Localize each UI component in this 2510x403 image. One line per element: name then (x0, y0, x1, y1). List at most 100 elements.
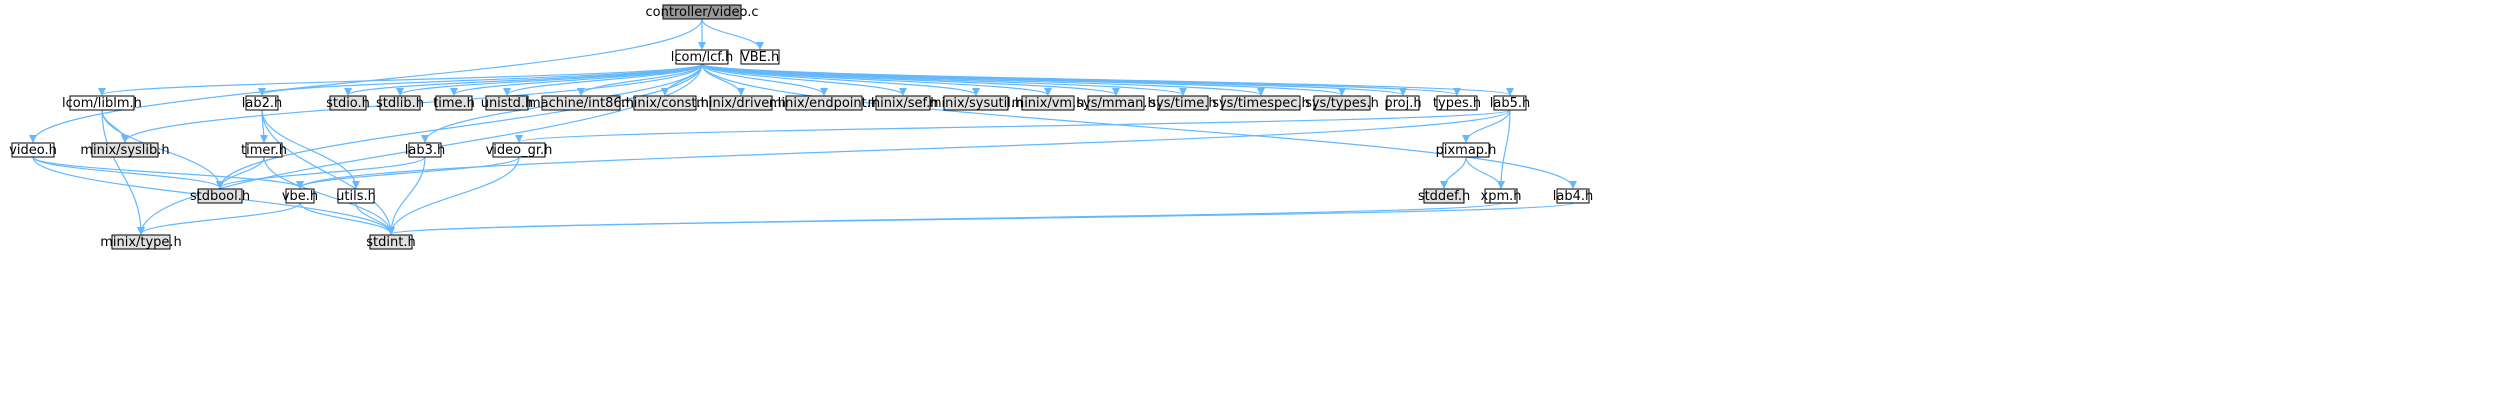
node-minix_sysutil_h[interactable]: minix/sysutil.h (929, 95, 1023, 111)
node-label-stddef_h: stddef.h (1418, 189, 1470, 204)
node-sys_mman_h[interactable]: sys/mman.h (1076, 95, 1156, 111)
node-box-unistd_h (485, 95, 529, 111)
edge-pixmap_h-to-xpm_h (1465, 156, 1505, 189)
node-minix_endpoint_h[interactable]: minix/endpoint.h (769, 95, 879, 111)
edge-lcom_liblm_h-to-stdbool_h (101, 109, 224, 189)
node-sys_timespec_h[interactable]: sys/timespec.h (1212, 95, 1310, 111)
node-VBE_h[interactable]: VBE.h (740, 49, 780, 65)
edge-lcom_lcf_h-to-lab5_h (701, 63, 1514, 96)
nodes-layer: controller/video.c lcom/lcf.h VBE.h video.h… (9, 4, 1593, 250)
node-pixmap_h[interactable]: pixmap.h (1436, 142, 1497, 158)
node-box-stdint_h (369, 234, 413, 250)
node-machine_int86_h[interactable]: machine/int86.h (528, 95, 634, 111)
edges-layer (29, 18, 1577, 235)
node-label-stdint_h: stdint.h (366, 235, 415, 250)
node-label-minix_driver_h: minix/driver.h (696, 96, 786, 111)
node-box-sys_timespec_h (1221, 95, 1301, 111)
edge-lab5_h-to-vbe_h (296, 109, 1511, 189)
node-lab4_h[interactable]: lab4.h (1553, 188, 1593, 204)
node-label-minix_sysutil_h: minix/sysutil.h (929, 96, 1023, 111)
node-stdio_h[interactable]: stdio.h (326, 95, 370, 111)
edge-lcom_lcf_h-to-stdlib_h (396, 63, 703, 96)
node-box-lab3_h (408, 142, 442, 158)
node-minix_vm_h[interactable]: minix/vm.h (1012, 95, 1085, 111)
node-label-utils_h: utils.h (336, 189, 376, 204)
edge-vbe_h-to-minix_type_h (137, 202, 301, 235)
node-box-xpm_h (1484, 188, 1518, 204)
node-proj_h[interactable]: proj.h (1384, 95, 1422, 111)
node-stdint_h[interactable]: stdint.h (366, 234, 416, 250)
node-lab3_h[interactable]: lab3.h (405, 142, 445, 158)
node-minix_type_h[interactable]: minix/type.h (100, 234, 182, 250)
node-box-lab4_h (1556, 188, 1590, 204)
node-box-minix_sysutil_h (943, 95, 1009, 111)
node-label-minix_sef_h: minix/sef.h (868, 96, 939, 111)
edge-video_gr_h-to-stdint_h (387, 156, 520, 235)
node-sys_time_h[interactable]: sys/time.h (1149, 95, 1217, 111)
edge-lab5_h-to-video_gr_h (515, 109, 1511, 143)
node-label-machine_int86_h: machine/int86.h (528, 96, 634, 111)
edge-lcom_lcf_h-to-machine_int86_h (577, 63, 703, 96)
node-box-time_h (435, 95, 473, 111)
node-minix_const_h[interactable]: minix/const.h (621, 95, 709, 111)
edge-vbe_h-to-stdint_h (299, 202, 395, 235)
node-box-lab5_h (1493, 95, 1527, 111)
node-label-time_h: time.h (433, 96, 475, 111)
node-xpm_h[interactable]: xpm.h (1481, 188, 1522, 204)
node-lab2_h[interactable]: lab2.h (242, 95, 282, 111)
node-stddef_h[interactable]: stddef.h (1418, 188, 1470, 204)
edge-video_h-to-vbe_h (32, 156, 304, 189)
node-label-lcom_lcf_h: lcom/lcf.h (671, 50, 734, 65)
node-stdbool_h[interactable]: stdbool.h (190, 188, 250, 204)
node-label-proj_h: proj.h (1384, 96, 1421, 111)
node-box-minix_sef_h (875, 95, 931, 111)
node-label-minix_syslib_h: minix/syslib.h (80, 143, 169, 158)
node-box-stdio_h (329, 95, 367, 111)
node-stdlib_h[interactable]: stdlib.h (376, 95, 424, 111)
node-label-timer_h: timer.h (241, 143, 287, 158)
node-label-video_h: video.h (9, 143, 57, 158)
node-label-lab2_h: lab2.h (242, 96, 282, 111)
node-video_gr_h[interactable]: video_gr.h (486, 142, 553, 158)
node-time_h[interactable]: time.h (433, 95, 475, 111)
edge-lcom_lcf_h-to-unistd_h (503, 63, 703, 96)
node-minix_driver_h[interactable]: minix/driver.h (696, 95, 786, 111)
node-box-sys_time_h (1157, 95, 1209, 111)
node-box-minix_endpoint_h (785, 95, 863, 111)
node-label-stdbool_h: stdbool.h (190, 189, 250, 204)
node-timer_h[interactable]: timer.h (241, 142, 287, 158)
node-box-VBE_h (740, 49, 780, 65)
node-label-sys_mman_h: sys/mman.h (1076, 96, 1156, 111)
node-box-sys_mman_h (1087, 95, 1145, 111)
node-vbe_h[interactable]: vbe.h (282, 188, 318, 204)
node-label-xpm_h: xpm.h (1481, 189, 1522, 204)
edge-lab3_h-to-stdint_h (387, 156, 426, 235)
node-types_h[interactable]: types.h (1433, 95, 1481, 111)
edge-lcom_lcf_h-to-minix_sef_h (701, 63, 907, 96)
edge-lcom_lcf_h-to-lab4_h (701, 63, 1577, 189)
edge-controller_video_c-to-VBE_h (701, 18, 764, 50)
node-minix_syslib_h[interactable]: minix/syslib.h (80, 142, 170, 158)
node-box-video_gr_h (492, 142, 546, 158)
edge-xpm_h-to-stdint_h (387, 202, 1502, 235)
edge-video_h-to-stdbool_h (32, 156, 224, 189)
node-video_h[interactable]: video.h (9, 142, 57, 158)
node-minix_sef_h[interactable]: minix/sef.h (868, 95, 939, 111)
node-lcom_liblm_h[interactable]: lcom/liblm.h (62, 95, 142, 111)
node-utils_h[interactable]: utils.h (336, 188, 376, 204)
node-label-minix_type_h: minix/type.h (100, 235, 182, 250)
node-label-controller_video_c: controller/video.c (646, 5, 759, 20)
node-box-types_h (1436, 95, 1478, 111)
node-lab5_h[interactable]: lab5.h (1490, 95, 1530, 111)
edge-lab5_h-to-pixmap_h (1462, 109, 1511, 143)
node-label-pixmap_h: pixmap.h (1436, 143, 1497, 158)
node-label-stdlib_h: stdlib.h (376, 96, 424, 111)
node-controller_video_c[interactable]: controller/video.c (646, 4, 759, 20)
node-unistd_h[interactable]: unistd.h (481, 95, 534, 111)
node-box-utils_h (337, 188, 375, 204)
node-box-sys_types_h (1313, 95, 1371, 111)
node-sys_types_h[interactable]: sys/types.h (1305, 95, 1379, 111)
node-lcom_lcf_h[interactable]: lcom/lcf.h (671, 49, 734, 65)
node-label-minix_vm_h: minix/vm.h (1012, 96, 1085, 111)
